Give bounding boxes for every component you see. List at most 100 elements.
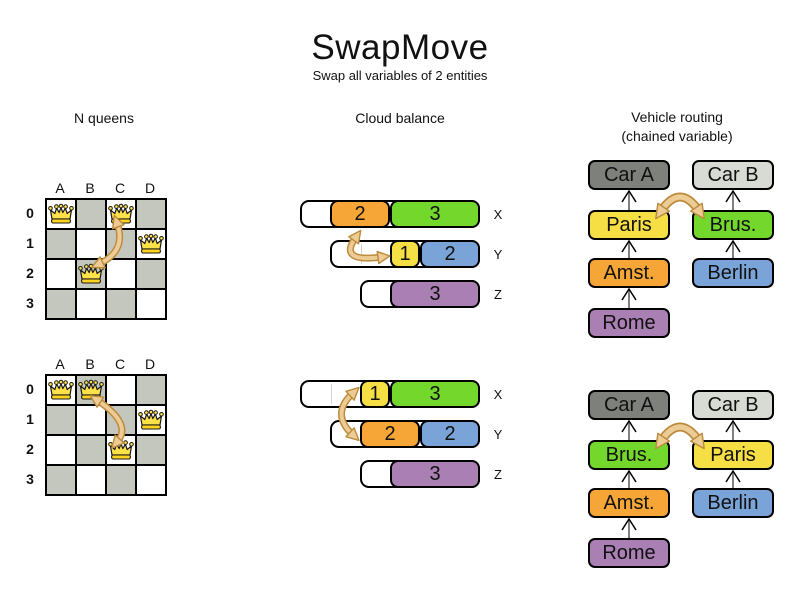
chain-arrowhead-icon: [621, 469, 637, 483]
queen-icon: [77, 379, 105, 402]
cloud-row-label: Z: [494, 467, 502, 482]
board-cell: [46, 465, 76, 495]
cloud-header: Cloud balance: [355, 110, 445, 126]
board-cell: [76, 435, 106, 465]
vr-node-berlin: Berlin: [692, 258, 774, 288]
board-cell: [106, 259, 136, 289]
board-row-label: 3: [26, 471, 34, 487]
chain-arrowhead-icon: [725, 239, 741, 253]
board-cell: [46, 435, 76, 465]
board-cell: [46, 289, 76, 319]
cloud-row-label: Y: [493, 427, 503, 442]
cloud-process-block: 1: [360, 380, 390, 408]
queen-crown-icon: [138, 409, 164, 430]
board-cell: [46, 405, 76, 435]
page-subtitle: Swap all variables of 2 entities: [312, 68, 488, 83]
vr-node-rome: Rome: [588, 538, 670, 568]
board-row-label: 0: [26, 381, 34, 397]
board-cell: [76, 465, 106, 495]
board-cell: [136, 259, 166, 289]
vehicle-header-line1: Vehicle routing: [631, 109, 723, 125]
board-row-label: 1: [26, 411, 34, 427]
board-col-label: B: [85, 356, 95, 372]
board-cell: [106, 289, 136, 319]
board-col-label: D: [144, 356, 156, 372]
vr-node-carb: Car B: [692, 390, 774, 420]
board-cell: [106, 229, 136, 259]
queen-crown-icon: [108, 203, 134, 224]
chain-arrowhead-icon: [621, 517, 637, 531]
nqueens-board-after: [45, 374, 167, 496]
cloud-process-block: 3: [390, 460, 480, 488]
queen-icon: [107, 203, 135, 226]
board-cell: [106, 465, 136, 495]
queen-crown-icon: [78, 263, 104, 284]
cloud-row-label: X: [493, 387, 503, 402]
vr-node-rome: Rome: [588, 308, 670, 338]
vehicle-swap-arrow-after-outline: [656, 422, 704, 446]
chain-arrowhead-icon: [621, 287, 637, 301]
board-col-label: C: [114, 180, 126, 196]
capacity-tick: [361, 244, 362, 264]
cloud-process-block: 2: [420, 420, 480, 448]
vehicle-swap-arrow-after: [658, 424, 702, 444]
queen-crown-icon: [108, 439, 134, 460]
board-cell: [46, 259, 76, 289]
board-col-label: D: [144, 180, 156, 196]
vr-node-berlin: Berlin: [692, 488, 774, 518]
board-col-label: A: [55, 180, 65, 196]
queen-icon: [107, 439, 135, 462]
chain-arrowhead-icon: [725, 469, 741, 483]
board-cell: [46, 229, 76, 259]
queen-crown-icon: [78, 379, 104, 400]
board-row-label: 2: [26, 441, 34, 457]
board-cell: [76, 229, 106, 259]
nqueens-board-before: [45, 198, 167, 320]
chain-arrowhead-icon: [621, 189, 637, 203]
queen-crown-icon: [48, 203, 74, 224]
vehicle-header: Vehicle routing (chained variable): [587, 108, 767, 146]
board-col-label: A: [55, 356, 65, 372]
board-row-label: 3: [26, 295, 34, 311]
board-col-label: C: [114, 356, 126, 372]
board-cell: [136, 289, 166, 319]
board-cell: [76, 405, 106, 435]
chain-arrowhead-icon: [725, 189, 741, 203]
vr-node-brus: Brus.: [588, 440, 670, 470]
chain-arrowhead-icon: [621, 239, 637, 253]
board-cell: [106, 375, 136, 405]
cloud-process-block: 1: [390, 240, 420, 268]
cloud-process-block: 3: [390, 280, 480, 308]
vehicle-swap-arrow-before-outline: [656, 192, 704, 216]
vehicle-header-line2: (chained variable): [621, 128, 733, 144]
queen-icon: [77, 263, 105, 286]
board-cell: [136, 199, 166, 229]
queen-crown-icon: [138, 233, 164, 254]
vr-node-paris: Paris: [588, 210, 670, 240]
vr-node-carb: Car B: [692, 160, 774, 190]
queen-icon: [137, 233, 165, 256]
board-cell: [136, 465, 166, 495]
queen-icon: [137, 409, 165, 432]
page-title: SwapMove: [311, 28, 489, 67]
board-cell: [76, 199, 106, 229]
vehicle-swap-arrow-before: [658, 194, 702, 214]
capacity-tick: [331, 384, 332, 404]
chain-arrowhead-icon: [725, 419, 741, 433]
vr-node-amst: Amst.: [588, 488, 670, 518]
vr-node-amst: Amst.: [588, 258, 670, 288]
cloud-process-block: 3: [390, 380, 480, 408]
vr-node-brus: Brus.: [692, 210, 774, 240]
cloud-row-label: X: [493, 207, 503, 222]
queen-icon: [47, 379, 75, 402]
queen-crown-icon: [48, 379, 74, 400]
vr-node-paris: Paris: [692, 440, 774, 470]
cloud-process-block: 2: [420, 240, 480, 268]
queen-icon: [47, 203, 75, 226]
board-col-label: B: [85, 180, 95, 196]
vr-node-cara: Car A: [588, 160, 670, 190]
board-cell: [136, 375, 166, 405]
cloud-process-block: 3: [390, 200, 480, 228]
board-row-label: 1: [26, 235, 34, 251]
